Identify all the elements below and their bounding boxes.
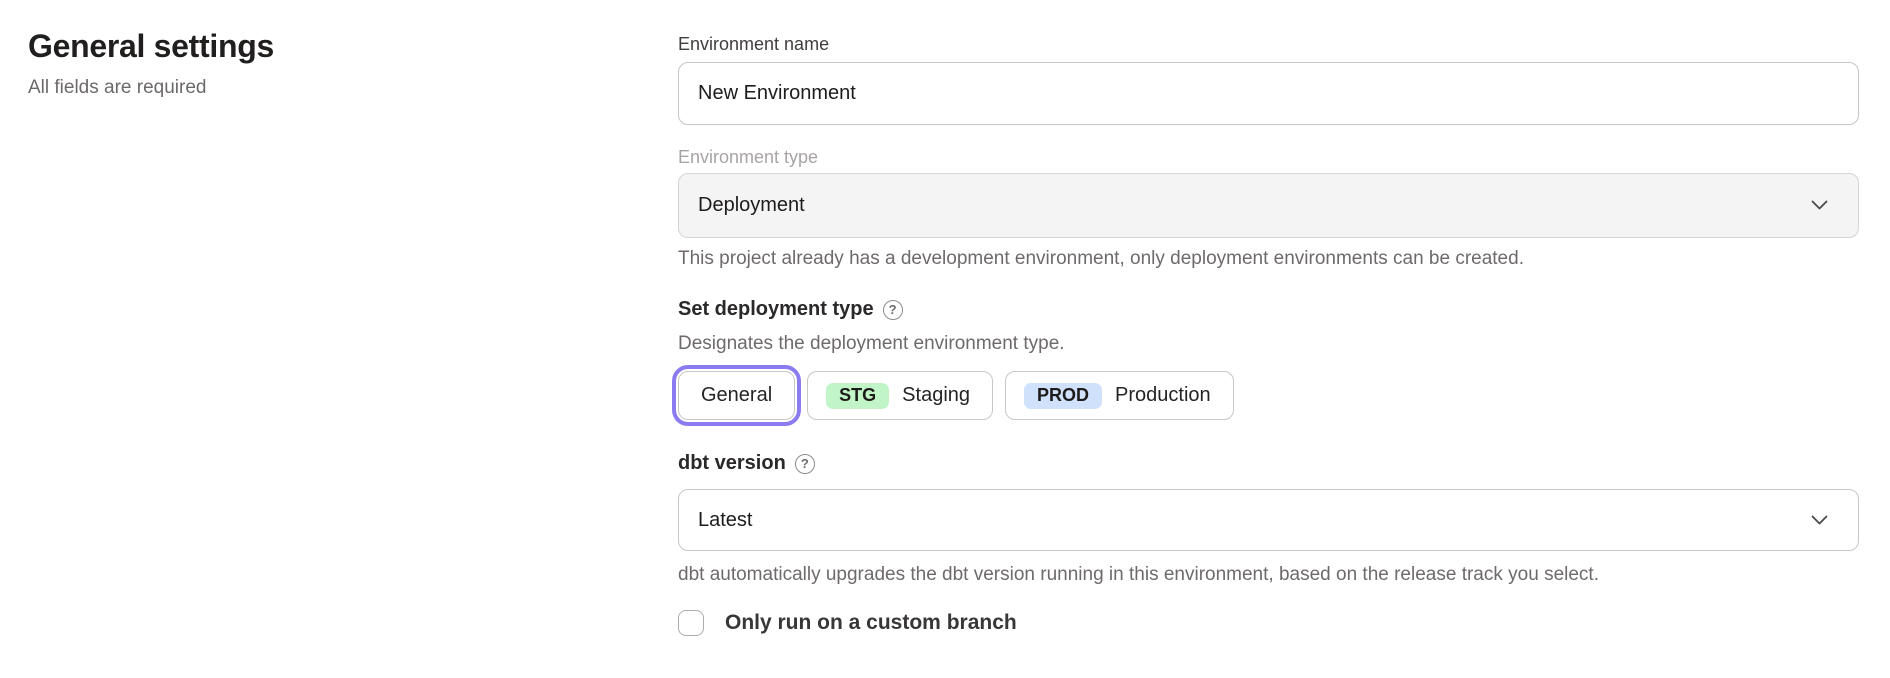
environment-name-label: Environment name	[678, 34, 830, 54]
custom-branch-row: Only run on a custom branch	[678, 610, 1017, 636]
deployment-type-staging-label: Staging	[902, 384, 971, 406]
chevron-down-icon	[1811, 200, 1828, 211]
page-title: General settings	[28, 28, 274, 64]
staging-badge: STG	[826, 382, 890, 409]
dbt-version-select[interactable]: Latest	[678, 489, 1859, 551]
chevron-down-icon	[1811, 515, 1828, 526]
environment-type-select[interactable]: Deployment	[678, 173, 1859, 238]
custom-branch-label[interactable]: Only run on a custom branch	[725, 611, 1017, 634]
dbt-version-value: Latest	[698, 508, 753, 531]
deployment-type-staging-button[interactable]: STG Staging	[807, 371, 994, 420]
deployment-type-production-label: Production	[1115, 384, 1211, 406]
dbt-version-helper: dbt automatically upgrades the dbt versi…	[678, 564, 1599, 585]
page-subtitle: All fields are required	[28, 77, 207, 98]
help-circle-icon[interactable]: ?	[794, 453, 815, 474]
deployment-type-helper: Designates the deployment environment ty…	[678, 333, 1065, 354]
environment-type-label: Environment type	[678, 147, 819, 167]
settings-form: Environment name Environment type Deploy…	[671, 0, 1859, 678]
deployment-type-label-row: Set deployment type ?	[678, 297, 903, 322]
deployment-type-general-label: General	[701, 384, 773, 406]
deployment-type-options: General STG Staging PROD Production	[671, 365, 1234, 426]
custom-branch-checkbox[interactable]	[678, 610, 704, 636]
help-circle-icon[interactable]: ?	[882, 299, 903, 320]
environment-type-helper: This project already has a development e…	[678, 248, 1524, 269]
page-head: General settings All fields are required	[28, 26, 274, 100]
production-badge: PROD	[1024, 382, 1103, 409]
environment-type-value: Deployment	[698, 194, 805, 216]
environment-name-input[interactable]	[678, 62, 1859, 125]
deployment-type-general-button[interactable]: General	[671, 365, 802, 426]
dbt-version-label: dbt version	[678, 452, 786, 474]
deployment-type-production-button[interactable]: PROD Production	[1005, 371, 1234, 420]
dbt-version-label-row: dbt version ?	[678, 451, 815, 476]
deployment-type-label: Set deployment type	[678, 298, 874, 320]
